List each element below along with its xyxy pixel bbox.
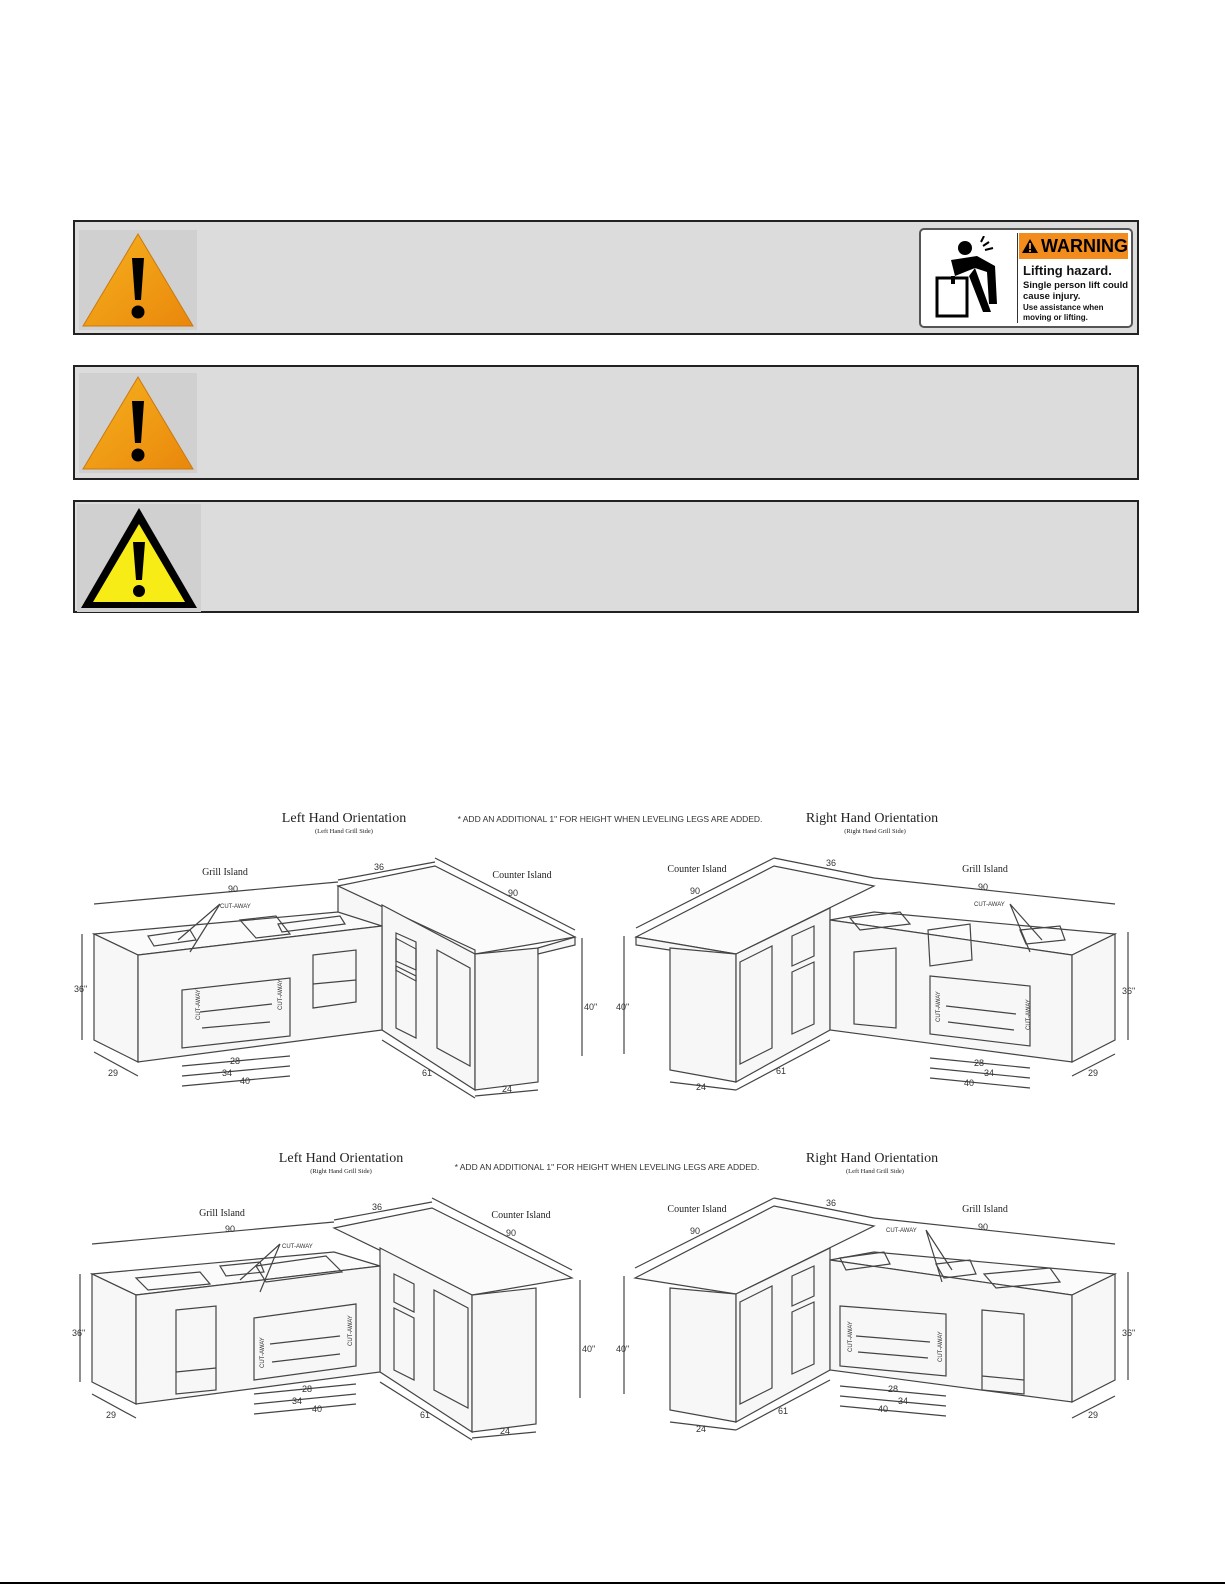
dim-40-height: 40": [616, 1002, 629, 1012]
right-title: Right Hand Orientation: [806, 1151, 938, 1166]
warning-line-2: Single person lift could cause injury.: [1023, 280, 1129, 302]
dim-90: 90: [690, 886, 700, 896]
grill-island-label: Grill Island: [962, 864, 1008, 875]
dim-36: 36: [372, 1202, 382, 1212]
left-assembly: Grill Island Counter Island CUT-AWAY CUT…: [72, 1197, 595, 1441]
right-assembly: Counter Island Grill Island CUT-AWAY CUT…: [616, 857, 1135, 1092]
attention-triangle-icon: [77, 504, 201, 612]
cutaway-label: CUT-AWAY: [220, 904, 251, 910]
cutaway-label: CUT-AWAY: [196, 989, 202, 1020]
warning-box-attention: [73, 500, 1139, 613]
right-subtitle: (Left Hand Grill Side): [846, 1168, 904, 1175]
caution-triangle-icon: [79, 373, 197, 473]
right-title: Right Hand Orientation: [806, 811, 938, 826]
grill-island-label: Grill Island: [962, 1204, 1008, 1215]
left-subtitle: (Left Hand Grill Side): [315, 828, 373, 835]
grill-island-label: Grill Island: [202, 867, 248, 878]
dim-36-height: 36": [72, 1328, 85, 1338]
note-line: * ADD AN ADDITIONAL 1" FOR HEIGHT WHEN L…: [458, 814, 763, 824]
dim-28: 28: [974, 1058, 984, 1068]
counter-island-label: Counter Island: [491, 1210, 550, 1221]
left-title: Left Hand Orientation: [282, 811, 406, 826]
warning-box-caution: [73, 365, 1139, 480]
dim-34: 34: [898, 1396, 908, 1406]
dim-61: 61: [422, 1068, 432, 1078]
cutaway-label: CUT-AWAY: [348, 1315, 354, 1346]
dim-28: 28: [230, 1056, 240, 1066]
warning-triangle-icon: [1022, 239, 1038, 253]
dimension-diagram-bottom: Left Hand Orientation (Right Hand Grill …: [72, 1151, 1135, 1441]
cutaway-label: CUT-AWAY: [278, 979, 284, 1010]
dim-24: 24: [500, 1426, 510, 1436]
caution-triangle-icon: [79, 230, 197, 330]
note-line: * ADD AN ADDITIONAL 1" FOR HEIGHT WHEN L…: [455, 1162, 760, 1172]
dim-29: 29: [106, 1410, 116, 1420]
dim-40-height: 40": [616, 1344, 629, 1354]
cutaway-label: CUT-AWAY: [936, 991, 942, 1022]
dim-24: 24: [696, 1082, 706, 1092]
warning-box-lifting: WARNING Lifting hazard. Single person li…: [73, 220, 1139, 335]
counter-island-label: Counter Island: [667, 864, 726, 875]
dim-36-height: 36": [1122, 1328, 1135, 1338]
warning-line-1: Lifting hazard.: [1023, 263, 1112, 278]
dim-90: 90: [690, 1226, 700, 1236]
dim-36: 36: [374, 862, 384, 872]
dim-29: 29: [108, 1068, 118, 1078]
dim-61: 61: [420, 1410, 430, 1420]
dim-28: 28: [302, 1384, 312, 1394]
cutaway-label: CUT-AWAY: [938, 1331, 944, 1362]
label-divider: [1017, 233, 1018, 323]
cutaway-label: CUT-AWAY: [974, 902, 1005, 908]
dim-40: 40: [240, 1076, 250, 1086]
dim-90: 90: [508, 888, 518, 898]
counter-island-label: Counter Island: [667, 1204, 726, 1215]
cutaway-label: CUT-AWAY: [282, 1244, 313, 1250]
cutaway-label: CUT-AWAY: [848, 1321, 854, 1352]
dim-90: 90: [506, 1228, 516, 1238]
dimension-diagram-top: Left Hand Orientation (Left Hand Grill S…: [74, 811, 1135, 1099]
dim-36-height: 36": [1122, 986, 1135, 996]
dim-40-height: 40": [584, 1002, 597, 1012]
cutaway-label: CUT-AWAY: [886, 1228, 917, 1234]
warning-line-3: Use assistance when moving or lifting.: [1023, 303, 1104, 322]
dim-90: 90: [225, 1224, 235, 1234]
dim-61: 61: [778, 1406, 788, 1416]
dim-61: 61: [776, 1066, 786, 1076]
dim-40: 40: [312, 1404, 322, 1414]
warning-heading: WARNING: [1019, 233, 1128, 259]
dim-40: 40: [878, 1404, 888, 1414]
dim-40: 40: [964, 1078, 974, 1088]
left-assembly: Grill Island Counter Island CUT-AWAY CUT…: [74, 857, 597, 1099]
right-subtitle: (Right Hand Grill Side): [844, 828, 906, 835]
left-title: Left Hand Orientation: [279, 1151, 403, 1166]
left-subtitle: (Right Hand Grill Side): [310, 1168, 372, 1175]
cutaway-label: CUT-AWAY: [1026, 999, 1032, 1030]
dim-24: 24: [696, 1424, 706, 1434]
dim-29: 29: [1088, 1410, 1098, 1420]
cutaway-label: CUT-AWAY: [260, 1337, 266, 1368]
dim-34: 34: [222, 1068, 232, 1078]
dim-90: 90: [978, 1222, 988, 1232]
dim-90: 90: [978, 882, 988, 892]
lifting-person-icon: [935, 236, 997, 318]
dim-28: 28: [888, 1384, 898, 1394]
dim-34: 34: [984, 1068, 994, 1078]
dim-34: 34: [292, 1396, 302, 1406]
dim-40-height: 40": [582, 1344, 595, 1354]
dim-24: 24: [502, 1084, 512, 1094]
dim-90: 90: [228, 884, 238, 894]
dim-29: 29: [1088, 1068, 1098, 1078]
dim-36-height: 36": [74, 984, 87, 994]
right-assembly: Counter Island Grill Island CUT-AWAY CUT…: [616, 1197, 1135, 1434]
bottom-rule: [0, 1582, 1225, 1584]
counter-island-label: Counter Island: [492, 870, 551, 881]
warning-heading-text: WARNING: [1041, 236, 1128, 256]
dim-36: 36: [826, 858, 836, 868]
dim-36: 36: [826, 1198, 836, 1208]
lifting-hazard-label: WARNING Lifting hazard. Single person li…: [919, 228, 1133, 328]
grill-island-label: Grill Island: [199, 1208, 245, 1219]
